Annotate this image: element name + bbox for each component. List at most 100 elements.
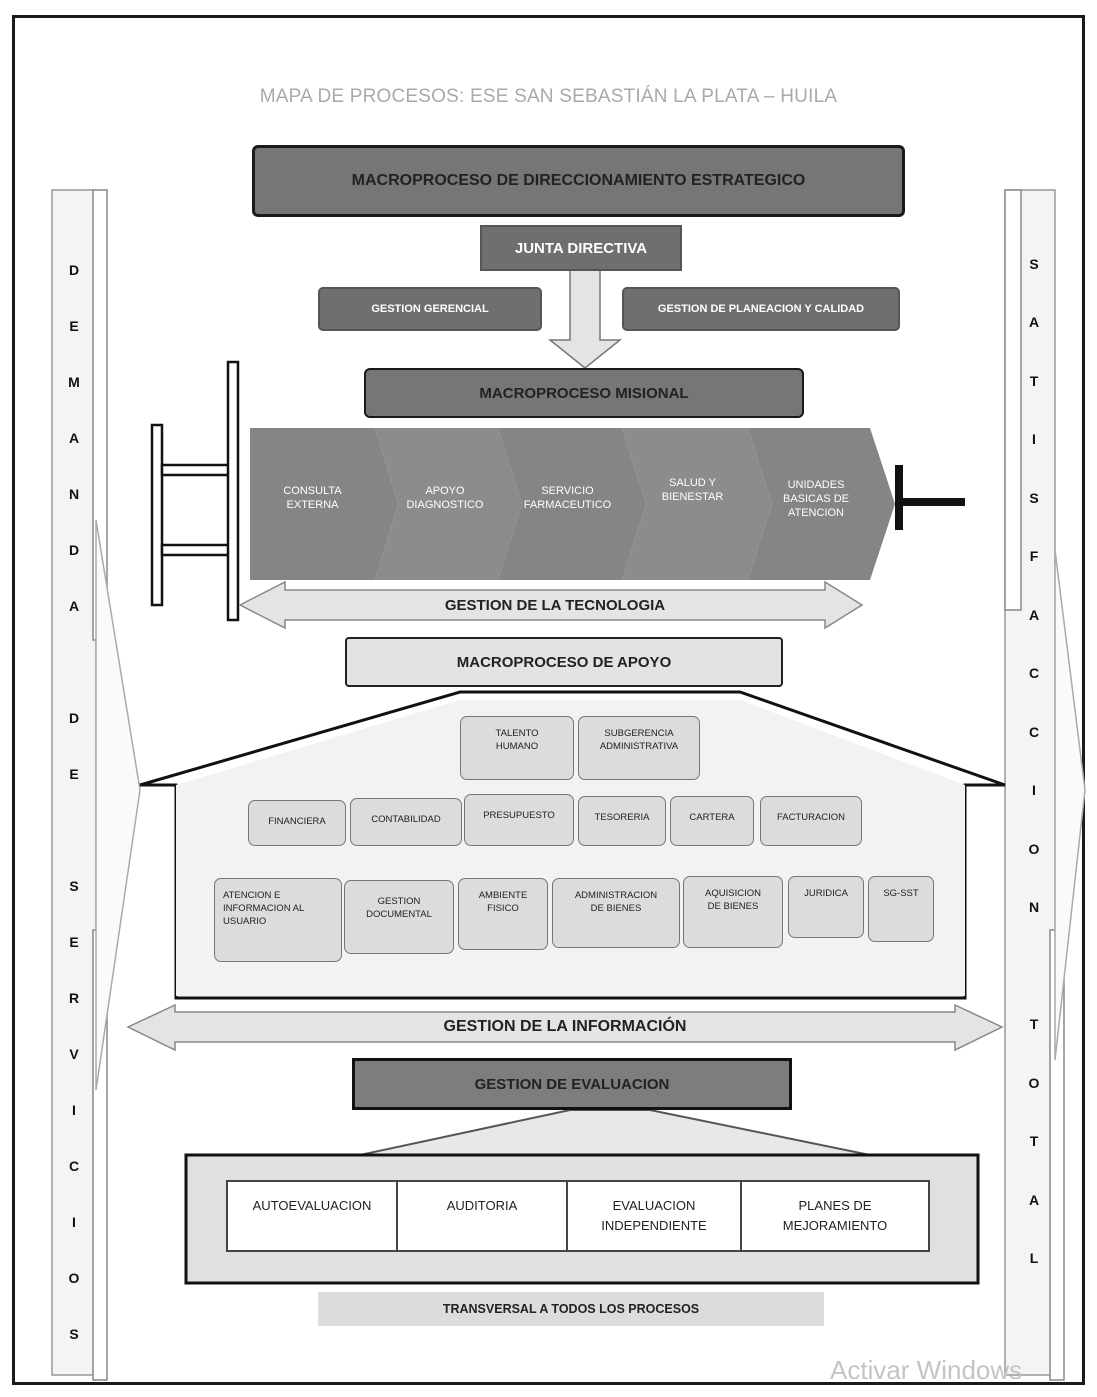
right-vertical-letter: T xyxy=(1029,372,1039,389)
informacion-label: GESTION DE LA INFORMACIÓN xyxy=(443,1018,687,1035)
output-post xyxy=(895,465,903,530)
right-vertical-letter: I xyxy=(1032,782,1036,799)
apoyo-atencion-usuario: ATENCION E INFORMACION AL USUARIO xyxy=(214,878,342,962)
input-bracket-left xyxy=(150,423,164,607)
chevron-salud-line2: BIENESTAR xyxy=(661,491,724,503)
chevron-consulta xyxy=(250,428,375,580)
left-vertical-letter: N xyxy=(68,486,80,502)
misional-title: MACROPROCESO MISIONAL xyxy=(364,368,804,418)
right-vertical-letter: T xyxy=(1029,1016,1039,1033)
right-vertical-letter: N xyxy=(1028,899,1040,916)
down-arrow xyxy=(547,269,623,369)
left-vertical-letter: I xyxy=(72,1214,76,1230)
apoyo-ambiente-fisico: AMBIENTE FISICO xyxy=(458,878,548,950)
right-vertical-letter: S xyxy=(1029,489,1039,506)
ambiente-line2: FISICO xyxy=(487,903,519,914)
adquisicion-line2: DE BIENES xyxy=(707,901,759,912)
activation-watermark: Activar Windows xyxy=(830,1355,1023,1385)
atencion-line2: INFORMACION AL xyxy=(223,903,305,914)
informacion-double-arrow xyxy=(126,1003,1004,1052)
left-arrow-wedge xyxy=(95,519,141,1091)
left-vertical-letter: E xyxy=(69,318,79,334)
apoyo-cartera: CARTERA xyxy=(670,796,754,846)
left-vertical-letter: D xyxy=(68,542,80,558)
transversal-bar xyxy=(318,1292,824,1326)
chevron-servicio-line1: SERVICIO xyxy=(541,485,594,497)
chevron-label-consulta: CONSULTA EXTERNA xyxy=(250,484,375,512)
left-vertical-letter: E xyxy=(69,934,79,950)
left-vertical-letter: S xyxy=(69,1326,79,1342)
right-vertical-letter: C xyxy=(1028,723,1040,740)
chevron-salud xyxy=(622,428,772,580)
left-vertical-letter: R xyxy=(68,990,80,1006)
chevron-unidades-line1: UNIDADES xyxy=(787,479,845,491)
right-vertical-letter: T xyxy=(1029,1133,1039,1150)
right-vertical-letter: F xyxy=(1029,548,1039,565)
apoyo-subgerencia: SUBGERENCIA ADMINISTRATIVA xyxy=(578,716,700,780)
chevron-label-unidades: UNIDADES BASICAS DE ATENCION xyxy=(756,478,876,520)
output-rod xyxy=(903,498,965,506)
left-vertical-letter: A xyxy=(68,430,80,446)
eval-evaluacion-independiente: EVALUACION INDEPENDIENTE xyxy=(566,1180,742,1252)
documental-line1: GESTION xyxy=(377,896,421,907)
chevron-salud-line1: SALUD Y xyxy=(669,477,716,489)
right-vertical-letter: A xyxy=(1028,314,1040,331)
chevron-label-apoyo: APOYO DIAGNOSTICO xyxy=(385,484,505,512)
tecnologia-label: GESTION DE LA TECNOLOGIA xyxy=(444,596,666,614)
atencion-line3: USUARIO xyxy=(223,916,267,927)
apoyo-contabilidad: CONTABILIDAD xyxy=(350,798,462,846)
left-vertical-letter: V xyxy=(69,1046,79,1062)
apoyo-financiera: FINANCIERA xyxy=(248,800,346,846)
talento-line2: HUMANO xyxy=(495,741,539,752)
chevron-apoyo-line1: APOYO xyxy=(425,485,465,497)
ambiente-line1: AMBIENTE xyxy=(478,890,528,901)
apoyo-title: MACROPROCESO DE APOYO xyxy=(345,637,783,687)
left-vertical-letter: I xyxy=(72,1102,76,1118)
independiente-line1: EVALUACION xyxy=(612,1198,696,1213)
page-title: MAPA DE PROCESOS: ESE SAN SEBASTIÁN LA P… xyxy=(259,86,838,107)
input-bracket-right xyxy=(226,360,240,622)
eval-autoevaluacion: AUTOEVALUACION xyxy=(226,1180,398,1252)
subgerencia-line2: ADMINISTRATIVA xyxy=(599,741,679,752)
apoyo-juridica: JURIDICA xyxy=(788,876,864,938)
talento-line1: TALENTO xyxy=(495,728,539,739)
chevron-apoyo-line2: DIAGNOSTICO xyxy=(406,499,484,511)
apoyo-presupuesto: PRESUPUESTO xyxy=(464,794,574,846)
chevron-servicio-line2: FARMACEUTICO xyxy=(523,499,612,511)
right-vertical-letter: O xyxy=(1028,1074,1040,1091)
chevron-label-salud: SALUD Y BIENESTAR xyxy=(630,476,755,504)
subgerencia-line1: SUBGERENCIA xyxy=(604,728,674,739)
right-vertical-letter: A xyxy=(1028,1191,1040,1208)
independiente-line2: INDEPENDIENTE xyxy=(601,1218,707,1233)
adquisicion-line1: AQUISICION xyxy=(705,888,761,899)
auditoria-line1: AUDITORIA xyxy=(446,1198,518,1213)
right-arrow-wedge xyxy=(1054,549,1086,1061)
left-vertical-letter: S xyxy=(69,878,79,894)
right-vertical-letter: S xyxy=(1029,256,1039,272)
atencion-line1: ATENCION E xyxy=(223,890,281,901)
left-vertical-letter: A xyxy=(68,598,80,614)
chevron-apoyo xyxy=(375,428,522,580)
left-vertical-letter: D xyxy=(68,710,80,726)
eval-auditoria: AUDITORIA xyxy=(396,1180,568,1252)
right-vertical-letter: C xyxy=(1028,665,1040,682)
right-vertical-letter: A xyxy=(1028,606,1040,623)
chevron-unidades-line2: BASICAS DE xyxy=(782,493,850,505)
chevron-consulta-tip xyxy=(355,428,398,580)
left-vertical-letter: C xyxy=(68,1158,80,1174)
gestion-planeacion-box: GESTION DE PLANEACION Y CALIDAD xyxy=(622,287,900,331)
left-vertical-letter: E xyxy=(69,766,79,782)
left-vertical-letter: O xyxy=(68,1270,80,1286)
apoyo-adquisicion-bienes: AQUISICION DE BIENES xyxy=(683,876,783,948)
right-vertical-letter: L xyxy=(1029,1249,1039,1266)
junta-directiva-box: JUNTA DIRECTIVA xyxy=(480,225,682,271)
planes-line2: MEJORAMIENTO xyxy=(782,1218,888,1233)
apoyo-tesoreria: TESORERIA xyxy=(578,796,666,846)
chevron-consulta-line1: CONSULTA xyxy=(283,485,342,497)
chevron-servicio xyxy=(498,428,646,580)
